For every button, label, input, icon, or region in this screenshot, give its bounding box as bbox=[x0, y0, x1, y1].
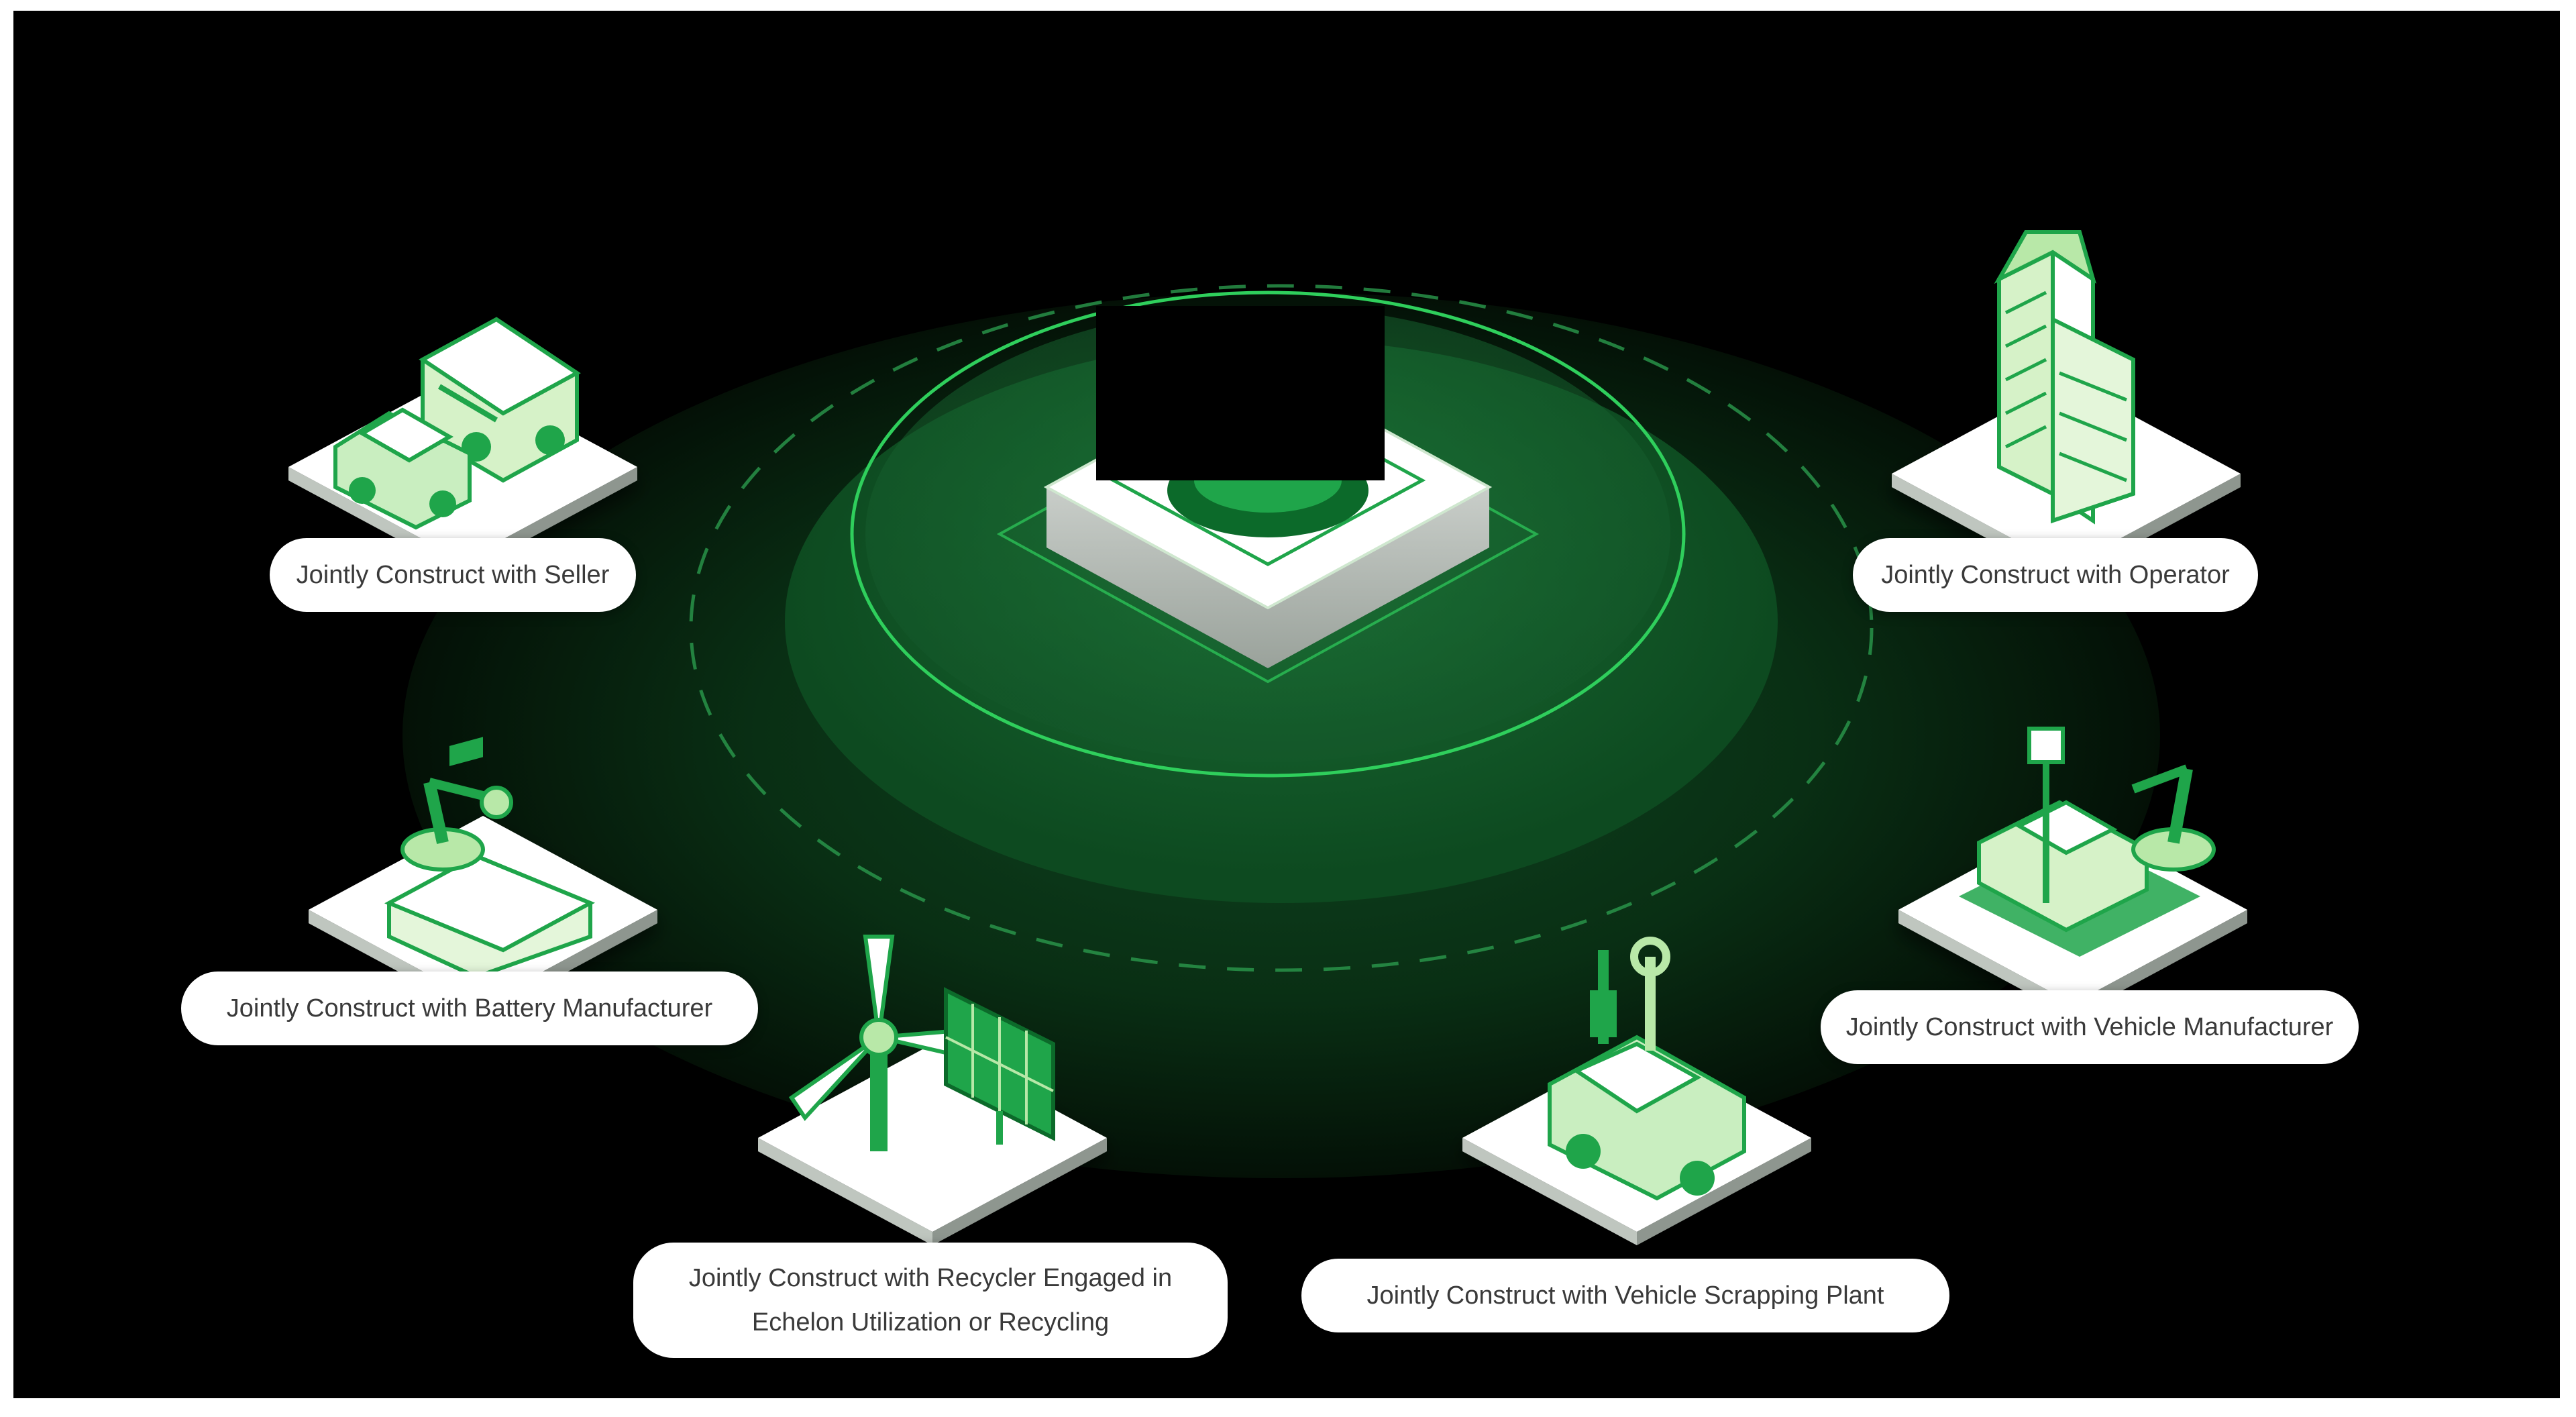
label-recycler-line2: Echelon Utilization or Recycling bbox=[751, 1308, 1110, 1336]
diagram-canvas: Jointly Construct with Seller Jointly Co… bbox=[13, 11, 2560, 1398]
label-vehicle-manufacturer: Jointly Construct with Vehicle Manufactu… bbox=[1821, 990, 2359, 1064]
label-operator-text: Jointly Construct with Operator bbox=[1881, 561, 2230, 589]
inner-ring bbox=[850, 291, 1686, 778]
label-operator: Jointly Construct with Operator bbox=[1853, 538, 2258, 612]
label-seller: Jointly Construct with Seller bbox=[270, 538, 636, 612]
label-battery-text: Jointly Construct with Battery Manufactu… bbox=[226, 994, 713, 1022]
ecosystem-diagram bbox=[288, 230, 2247, 1245]
dashed-ring bbox=[689, 284, 1874, 972]
redacted-region bbox=[1096, 306, 1385, 480]
label-seller-text: Jointly Construct with Seller bbox=[296, 561, 610, 589]
label-battery: Jointly Construct with Battery Manufactu… bbox=[181, 972, 758, 1045]
label-recycler-line1: Jointly Construct with Recycler Engaged … bbox=[688, 1264, 1173, 1292]
label-recycler: Jointly Construct with Recycler Engaged … bbox=[633, 1243, 1228, 1358]
label-scrapping: Jointly Construct with Vehicle Scrapping… bbox=[1301, 1259, 1949, 1332]
label-vehicle-manufacturer-text: Jointly Construct with Vehicle Manufactu… bbox=[1845, 1013, 2334, 1041]
label-scrapping-text: Jointly Construct with Vehicle Scrapping… bbox=[1366, 1281, 1884, 1310]
